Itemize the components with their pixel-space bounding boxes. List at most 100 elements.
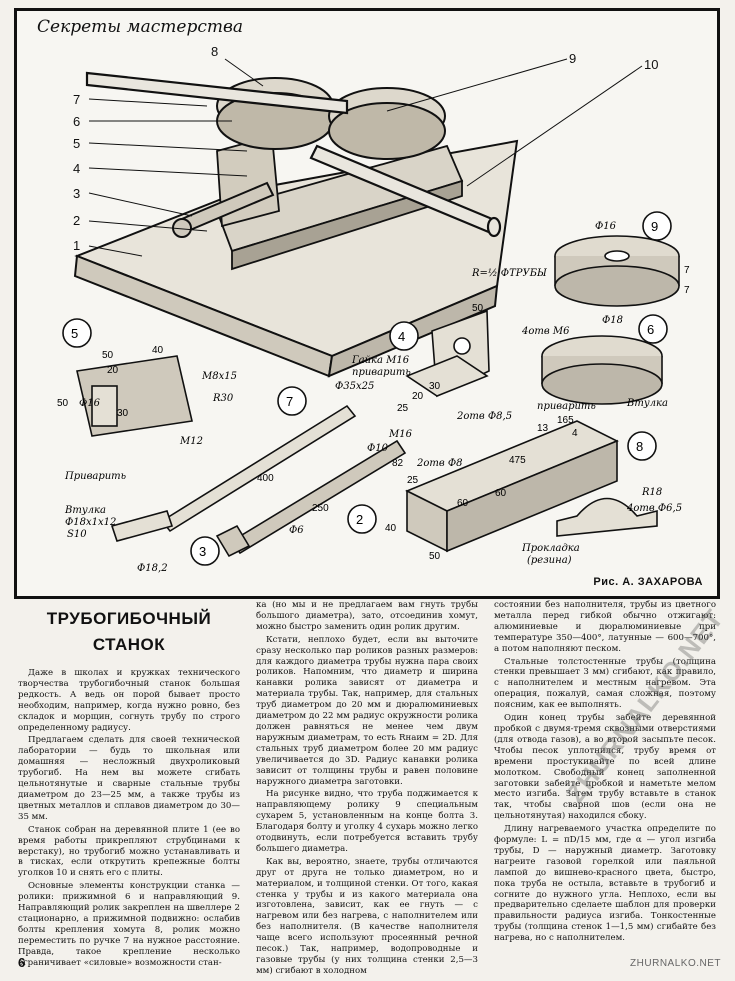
detail-7-dim-400: 400 — [257, 473, 274, 484]
detail-2-number: 2 — [356, 512, 363, 527]
callout-7: 7 — [73, 92, 80, 107]
detail-2-dim-13: 13 — [537, 423, 549, 434]
callout-6: 6 — [73, 114, 80, 129]
detail-6-dim-bore: Ф18 — [602, 315, 623, 326]
detail-4-dim-holes: 2отв Ф8,5 — [456, 411, 512, 422]
detail-2-dim-40: 40 — [385, 523, 397, 534]
detail-5-dim-50a: 50 — [102, 350, 114, 361]
detail-2-dim-165: 165 — [557, 415, 574, 426]
paragraph: Стальные толстостенные трубы (толщина ст… — [494, 656, 716, 711]
detail-3-dim-82: 82 — [392, 458, 404, 469]
detail-7-dim-tube: Ф35х25 — [335, 381, 374, 392]
detail-5-note-radius: R30 — [212, 393, 234, 404]
article-column-3: состоянии без наполнителя, трубы из цвет… — [494, 600, 716, 946]
detail-5-block — [62, 318, 193, 437]
callout-1: 1 — [73, 238, 80, 253]
callout-4: 4 — [73, 161, 80, 176]
paragraph: Как вы, вероятно, знаете, трубы отличают… — [256, 856, 478, 976]
detail-4-number: 4 — [398, 329, 405, 344]
callout-10: 10 — [644, 57, 658, 72]
detail-9-dim-hole: Ф16 — [595, 221, 617, 232]
paragraph: Предлагаем сделать для своей технической… — [18, 735, 240, 822]
detail-2-dim-holes: 2отв Ф8 — [416, 458, 463, 469]
detail-7-note-weld: Приварить — [64, 471, 126, 482]
detail-2-dim-475: 475 — [509, 455, 526, 466]
detail-7-note-bushing: Втулка — [64, 505, 106, 516]
callout-8: 8 — [211, 44, 218, 59]
detail-4-note-weld: приварить — [352, 367, 411, 378]
detail-3-dim-thread: М16 — [388, 429, 413, 440]
detail-8-note-rubber: (резина) — [527, 555, 572, 566]
article-body: ТРУБОГИБОЧНЫЙ СТАНОК Даже в школах и кру… — [18, 600, 722, 976]
detail-6-note-weld: приварить — [537, 401, 596, 412]
detail-7-note-size: Ф18х1х12 — [65, 517, 116, 528]
detail-5-dim-20: 20 — [107, 365, 119, 376]
detail-7-note-s: S10 — [67, 529, 87, 540]
article-title-line-2: СТАНОК — [92, 635, 166, 654]
detail-4-dim-50: 50 — [472, 303, 484, 314]
detail-5-number: 5 — [71, 326, 78, 341]
paragraph: Станок собран на деревянной плите 1 (ее … — [18, 824, 240, 879]
detail-6-roller — [541, 314, 668, 405]
detail-8-dim-holes: 4отв Ф6,5 — [626, 503, 682, 514]
detail-4-dim-25: 25 — [397, 403, 409, 414]
detail-9-dim-b: 7 — [684, 285, 690, 296]
page-number: 6 — [18, 955, 26, 970]
paragraph: ка (но мы и не предлагаем вам гнуть труб… — [256, 600, 478, 632]
detail-6-note-bushing: Втулка — [626, 398, 668, 409]
detail-5-note-thread: М8х15 — [201, 371, 237, 382]
paragraph: На рисунке видно, что труба поджимается … — [256, 789, 478, 854]
detail-9-radius-note: R=½ ФТРУБЫ — [471, 268, 547, 279]
callout-3: 3 — [73, 186, 80, 201]
callout-2: 2 — [73, 213, 80, 228]
detail-9-roller — [554, 211, 680, 307]
detail-4-angle — [389, 309, 490, 398]
detail-8-clamp — [556, 431, 658, 537]
detail-3-dim-pin: Ф6 — [289, 525, 304, 536]
callout-9: 9 — [569, 51, 576, 66]
detail-9-dim-a: 7 — [684, 265, 690, 276]
detail-7-note-dia: Ф18,2 — [137, 563, 168, 574]
detail-4-note-nut: Гайка М16 — [351, 355, 410, 366]
detail-6-number: 6 — [647, 322, 654, 337]
detail-2-dim-50: 50 — [429, 551, 441, 562]
article-title: ТРУБОГИБОЧНЫЙ СТАНОК — [18, 606, 240, 658]
figure-frame: Секреты мастерства — [14, 8, 720, 599]
detail-8-number: 8 — [636, 439, 643, 454]
detail-8-note-gasket: Прокладка — [521, 543, 580, 554]
technical-drawing: 8 7 6 5 4 3 2 1 9 10 9 Ф16 7 7 R=½ ФТРУБ… — [57, 44, 690, 574]
figure-credit: Рис. А. ЗАХАРОВА — [593, 576, 703, 588]
article-column-1: ТРУБОГИБОЧНЫЙ СТАНОК Даже в школах и кру… — [18, 600, 240, 970]
detail-5-dim-bore: Ф16 — [79, 398, 101, 409]
detail-3-screw — [190, 439, 407, 566]
detail-5-dim-50b: 50 — [57, 398, 69, 409]
detail-2-channel — [347, 420, 619, 553]
detail-2-dim-60b: 60 — [495, 488, 507, 499]
detail-3-dim-10: Ф10 — [367, 443, 389, 454]
detail-5-dim-40: 40 — [152, 345, 164, 356]
watermark: ZHURNALKO.NET — [630, 958, 721, 969]
detail-6-dim-holes: 4отв М6 — [521, 326, 570, 337]
paragraph: Один конец трубы забейте деревянной проб… — [494, 713, 716, 822]
detail-4-dim-20: 20 — [412, 391, 424, 402]
detail-3-dim-250: 250 — [312, 503, 329, 514]
detail-5-note-bolt: М12 — [179, 436, 203, 447]
paragraph: Основные элементы конструкции станка — р… — [18, 881, 240, 968]
paragraph: Даже в школах и кружках технического тво… — [18, 668, 240, 733]
detail-2-dim-25: 25 — [407, 475, 419, 486]
detail-3-number: 3 — [199, 544, 206, 559]
rubric-title: Секреты мастерства — [37, 17, 244, 37]
detail-4-dim-30: 30 — [429, 381, 441, 392]
article-title-line-1: ТРУБОГИБОЧНЫЙ — [46, 609, 212, 628]
detail-7-handle — [110, 386, 357, 542]
detail-5-dim-30: 30 — [117, 408, 129, 419]
paragraph: состоянии без наполнителя, трубы из цвет… — [494, 600, 716, 654]
detail-8-dim-radius: R18 — [641, 487, 662, 498]
callout-5: 5 — [73, 136, 80, 151]
detail-2-dim-60a: 60 — [457, 498, 469, 509]
article-column-2: ка (но мы и не предлагаем вам гнуть труб… — [256, 600, 478, 979]
detail-7-number: 7 — [286, 394, 293, 409]
paragraph: Кстати, неплохо будет, если вы выточите … — [256, 634, 478, 787]
paragraph: Длину нагреваемого участка определите по… — [494, 824, 716, 944]
detail-2-dim-4: 4 — [572, 428, 578, 439]
